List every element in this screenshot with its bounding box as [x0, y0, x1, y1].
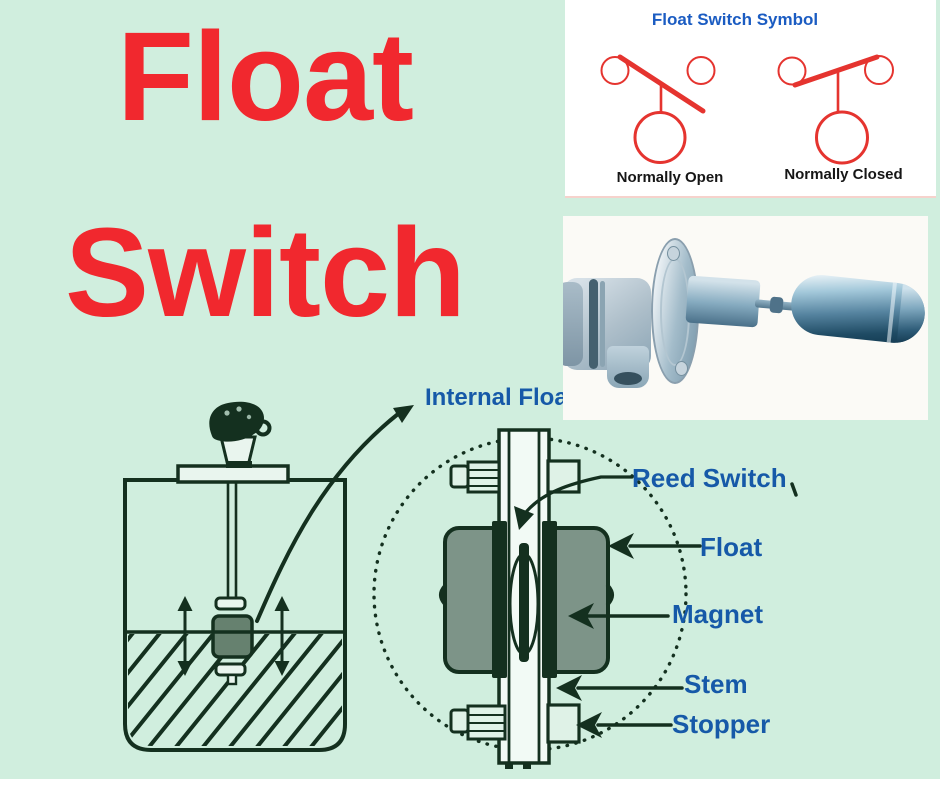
normally-closed-symbol [777, 54, 894, 165]
label-magnet: Magnet [672, 599, 763, 629]
top-fitting [449, 459, 581, 494]
label-reed-switch: Reed Switch [632, 463, 787, 493]
reed-contact [519, 543, 529, 662]
photo-flange-bolt-hole-top [667, 246, 680, 261]
label-internal-float: Internal Floa [425, 384, 568, 411]
symbol-panel: Float Switch Symbol Normally Open Normal… [565, 0, 936, 198]
photo-float-seam [886, 282, 898, 343]
stray-tick [790, 482, 798, 497]
label-normally-open: Normally Open [616, 169, 724, 186]
liquid-hatching [128, 634, 342, 746]
top-stopper-block [546, 459, 581, 494]
photo-head-seam-light [600, 281, 605, 367]
photo-flange-bolt-hole-bottom [675, 361, 688, 376]
switch-symbols [600, 54, 894, 165]
bottom-white-strip [0, 779, 940, 788]
photo-conduit-opening [614, 372, 642, 385]
photo-stem-cylinder [685, 275, 761, 328]
float-travel-arrows [177, 596, 290, 676]
stopper-block [546, 703, 581, 744]
label-float: Float [700, 532, 763, 562]
photo-head-cap [563, 282, 583, 366]
page-title-line-1: Float [117, 6, 414, 147]
page-title-line-2: Switch [64, 202, 466, 343]
photo-head-seam [589, 279, 598, 369]
photo-float-end-cap [896, 283, 928, 346]
label-normally-closed: Normally Closed [784, 166, 903, 183]
mounting-plate [176, 464, 290, 484]
photo-coupling-knob [769, 296, 784, 314]
sensor-head [209, 401, 272, 468]
normally-open-symbol [600, 54, 716, 164]
label-stopper: Stopper [672, 709, 771, 739]
internal-float-diagram [372, 428, 688, 769]
callout-arrow [255, 405, 414, 623]
product-photo-panel [563, 216, 928, 420]
tank-diagram [123, 401, 347, 752]
symbol-panel-title: Float Switch Symbol [651, 10, 819, 29]
magnet-band-left [492, 521, 507, 678]
magnet-band-right [542, 521, 557, 678]
bottom-fitting [449, 703, 581, 744]
tank-float [211, 614, 254, 659]
label-arrows [514, 475, 798, 738]
label-stem: Stem [684, 669, 748, 699]
photo-float-capsule [788, 272, 928, 346]
